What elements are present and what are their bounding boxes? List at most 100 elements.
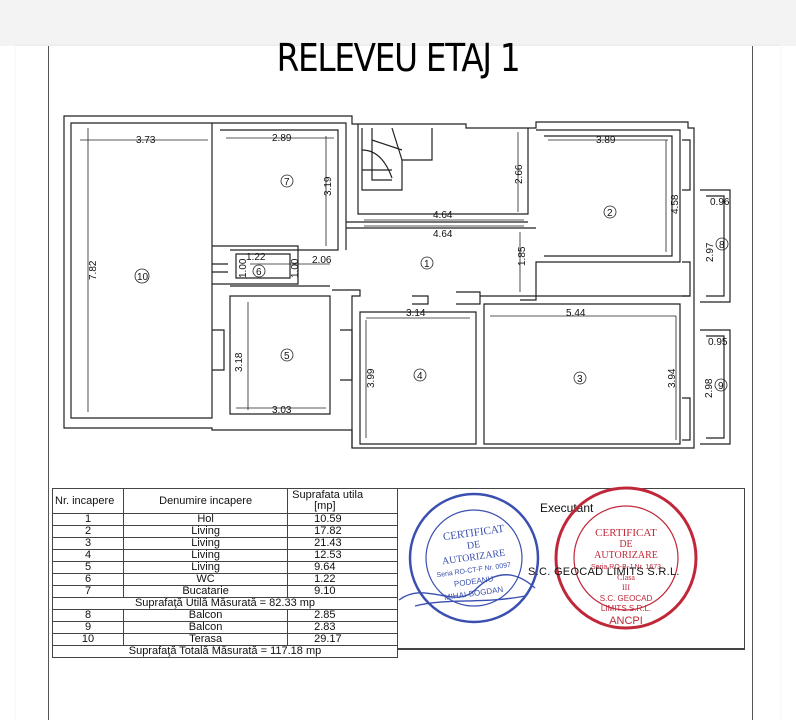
executant-company: S.C. GEOCAD LIMITS S.R.L. <box>528 566 680 578</box>
table-row: 9 Balcon 2.83 <box>51 621 398 634</box>
dim-label: 3.03 <box>272 405 292 416</box>
grand-total-row: Suprafaţă Totală Măsurată = 117.18 mp <box>52 645 398 658</box>
svg-text:DE: DE <box>466 539 481 552</box>
cell-name: Balcon <box>123 609 289 622</box>
dim-label: 3.19 <box>323 176 334 196</box>
dim-label: 4.64 <box>433 229 453 240</box>
dim-label: 3.73 <box>136 135 156 146</box>
cell-nr: 1 <box>51 513 125 526</box>
room-number: 7 <box>284 177 290 188</box>
table-row: 4 Living 12.53 <box>51 549 398 562</box>
dim-label: 2.66 <box>514 164 525 184</box>
cell-name: Living <box>123 561 289 574</box>
table-row: 3 Living 21.43 <box>51 537 398 550</box>
dimension-labels: 3.73 2.89 3.19 2.66 3.89 4.58 0.96 2.97 … <box>88 133 730 416</box>
svg-text:CERTIFICAT: CERTIFICAT <box>595 527 657 539</box>
dim-label: 1.00 <box>290 258 301 278</box>
page-title: RELEVEU ETAJ 1 <box>276 36 521 80</box>
svg-text:III: III <box>622 583 630 592</box>
cell-area: 9.10 <box>287 585 398 598</box>
svg-text:ANCPI: ANCPI <box>609 615 643 627</box>
room-number: 8 <box>719 240 725 251</box>
dim-label: 5.44 <box>566 308 586 319</box>
cell-nr: 6 <box>51 573 125 586</box>
cell-area: 2.85 <box>287 609 398 622</box>
top-background-band <box>0 0 796 46</box>
cell-name: Living <box>123 525 289 538</box>
cell-nr: 4 <box>51 549 125 562</box>
room-number: 2 <box>607 208 613 219</box>
table-row: 10 Terasa 29.17 <box>51 633 398 646</box>
room-markers: 10 7 1 2 8 6 5 4 3 9 <box>134 174 729 392</box>
table-row: 7 Bucatarie 9.10 <box>51 585 398 598</box>
table-row: 6 WC 1.22 <box>51 573 398 586</box>
sheet-right-border <box>752 46 753 720</box>
table-row: 8 Balcon 2.85 <box>51 609 398 622</box>
dim-label: 4.64 <box>433 210 453 221</box>
table-header-row: Nr. incapere Denumire incapere Suprafata… <box>51 488 398 514</box>
header-area-line1: Suprafata utila <box>292 489 364 501</box>
room-number: 1 <box>424 259 430 270</box>
room-number: 5 <box>284 351 290 362</box>
cell-nr: 5 <box>51 561 125 574</box>
svg-text:LIMITS S.R.L.: LIMITS S.R.L. <box>601 604 651 613</box>
util-total-row: Suprafaţă Utilă Măsurată = 82.33 mp <box>52 597 398 610</box>
dim-label: 1.00 <box>238 258 249 278</box>
cell-nr: 9 <box>51 621 125 634</box>
cell-area: 17.82 <box>287 525 398 538</box>
cell-name: Bucatarie <box>123 585 289 598</box>
plan-walls <box>63 115 731 449</box>
svg-text:DE: DE <box>619 539 632 550</box>
dim-label: 1.22 <box>246 252 266 263</box>
table-row: 2 Living 17.82 <box>51 525 398 538</box>
room-number: 3 <box>577 374 583 385</box>
table-row: 5 Living 9.64 <box>51 561 398 574</box>
red-ministry-stamp: CERTIFICAT DE AUTORIZARE Seria RO-B-J Nr… <box>554 486 698 630</box>
cell-nr: 10 <box>51 633 125 646</box>
room-number: 6 <box>256 267 262 278</box>
dim-label: 3.89 <box>596 135 616 146</box>
dim-label: 2.06 <box>312 255 332 266</box>
cell-name: Balcon <box>123 621 289 634</box>
dim-label: 0.96 <box>710 197 730 208</box>
blue-certificate-stamp: CERTIFICAT DE AUTORIZARE Seria RO-CT-F N… <box>408 492 540 624</box>
dim-label: 1.85 <box>517 246 528 266</box>
dim-label: 2.97 <box>705 242 716 262</box>
cell-nr: 2 <box>51 525 125 538</box>
table-row: 1 Hol 10.59 <box>51 513 398 526</box>
cell-nr: 8 <box>51 609 125 622</box>
cell-area: 12.53 <box>287 549 398 562</box>
dim-label: 3.99 <box>366 368 377 388</box>
svg-text:Seria RO-B-J Nr. 1673: Seria RO-B-J Nr. 1673 <box>591 564 661 571</box>
dimension-lines <box>80 128 677 440</box>
executant-divider <box>398 648 744 649</box>
header-name: Denumire incapere <box>123 488 289 514</box>
svg-text:Clasa: Clasa <box>617 573 635 582</box>
cell-name: Terasa <box>123 633 289 646</box>
room-number: 9 <box>718 381 724 392</box>
header-nr: Nr. incapere <box>51 488 125 514</box>
svg-text:S.C. GEOCAD: S.C. GEOCAD <box>600 594 653 603</box>
dim-label: 3.14 <box>406 308 426 319</box>
room-number: 4 <box>417 371 423 382</box>
cell-area: 9.64 <box>287 561 398 574</box>
cell-area: 2.83 <box>287 621 398 634</box>
dim-label: 2.98 <box>704 378 715 398</box>
cell-nr: 7 <box>51 585 125 598</box>
header-area: Suprafata utila [mp] <box>287 488 398 514</box>
dim-label: 3.18 <box>234 352 245 372</box>
dim-label: 4.58 <box>670 194 681 214</box>
signature <box>398 574 536 607</box>
header-area-line2: [mp] <box>314 500 336 512</box>
cell-area: 21.43 <box>287 537 398 550</box>
cell-nr: 3 <box>51 537 125 550</box>
cell-area: 1.22 <box>287 573 398 586</box>
cell-name: Hol <box>123 513 289 526</box>
cell-name: WC <box>123 573 289 586</box>
executant-box <box>398 488 745 650</box>
area-table: Nr. incapere Denumire incapere Suprafata… <box>51 488 398 658</box>
dim-label: 0.95 <box>708 337 728 348</box>
svg-text:AUTORIZARE: AUTORIZARE <box>594 550 658 561</box>
dim-label: 7.82 <box>88 260 99 280</box>
cell-name: Living <box>123 549 289 562</box>
